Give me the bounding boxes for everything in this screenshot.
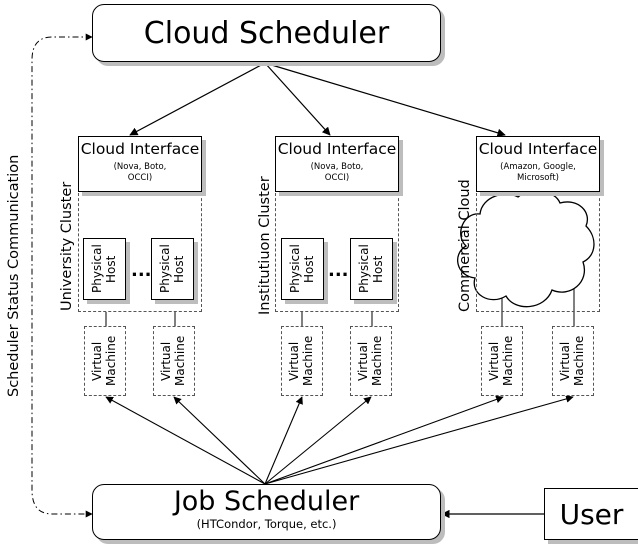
arrow-job-to-vm-u2 xyxy=(173,396,266,485)
arrow-cloud-to-commercial xyxy=(264,62,506,137)
university-interface-box: Cloud Interface (Nova, Boto, OCCI) xyxy=(78,136,202,192)
job-scheduler-title: Job Scheduler xyxy=(173,486,360,517)
institution-interface-sub-1: (Nova, Boto, xyxy=(310,162,364,172)
commercial-interface-box: Cloud Interface (Amazon, Google, Microso… xyxy=(476,136,600,192)
arrow-job-to-vm-i1 xyxy=(264,396,303,485)
arrow-cloud-to-university xyxy=(129,62,266,136)
university-ellipsis: ... xyxy=(131,260,152,281)
arrow-job-to-vm-i2 xyxy=(264,396,372,485)
commercial-cloud-label: Commercial Cloud xyxy=(457,179,473,313)
institution-interface-sub-2: OCCI) xyxy=(324,173,350,183)
status-communication-label: Scheduler Status Communication xyxy=(6,154,22,398)
university-cluster-label: University Cluster xyxy=(59,181,75,311)
institution-interface-box: Cloud Interface (Nova, Boto, OCCI) xyxy=(275,136,399,192)
commercial-cloud-region xyxy=(476,188,600,312)
arrow-job-to-vm-c1 xyxy=(264,395,504,485)
commercial-interface-title: Cloud Interface xyxy=(478,140,598,158)
institution-ellipsis: ... xyxy=(328,260,349,281)
institution-interface-title: Cloud Interface xyxy=(277,140,397,158)
job-scheduler-subtitle: (HTCondor, Torque, etc.) xyxy=(196,517,337,531)
institution-cluster-label: Institutiuon Cluster xyxy=(257,176,273,316)
arrow-cloud-to-institution xyxy=(264,62,331,136)
commercial-interface-sub-1: (Amazon, Google, xyxy=(500,162,576,172)
cloud-scheduler-title: Cloud Scheduler xyxy=(143,15,390,51)
cloud-scheduler-box: Cloud Scheduler xyxy=(92,4,441,62)
user-label: User xyxy=(559,497,624,531)
university-interface-sub-2: OCCI) xyxy=(127,173,153,183)
university-interface-sub-1: (Nova, Boto, xyxy=(113,162,167,172)
university-interface-title: Cloud Interface xyxy=(80,140,200,158)
user-box: User xyxy=(544,488,638,540)
arrow-job-to-vm-u1 xyxy=(105,396,266,485)
cloud-shape xyxy=(457,189,595,308)
arrow-job-to-vm-c2 xyxy=(264,395,574,485)
commercial-interface-sub-2: Microsoft) xyxy=(517,173,559,183)
job-scheduler-box: Job Scheduler (HTCondor, Torque, etc.) xyxy=(92,484,441,540)
status-communication-path xyxy=(31,33,93,518)
